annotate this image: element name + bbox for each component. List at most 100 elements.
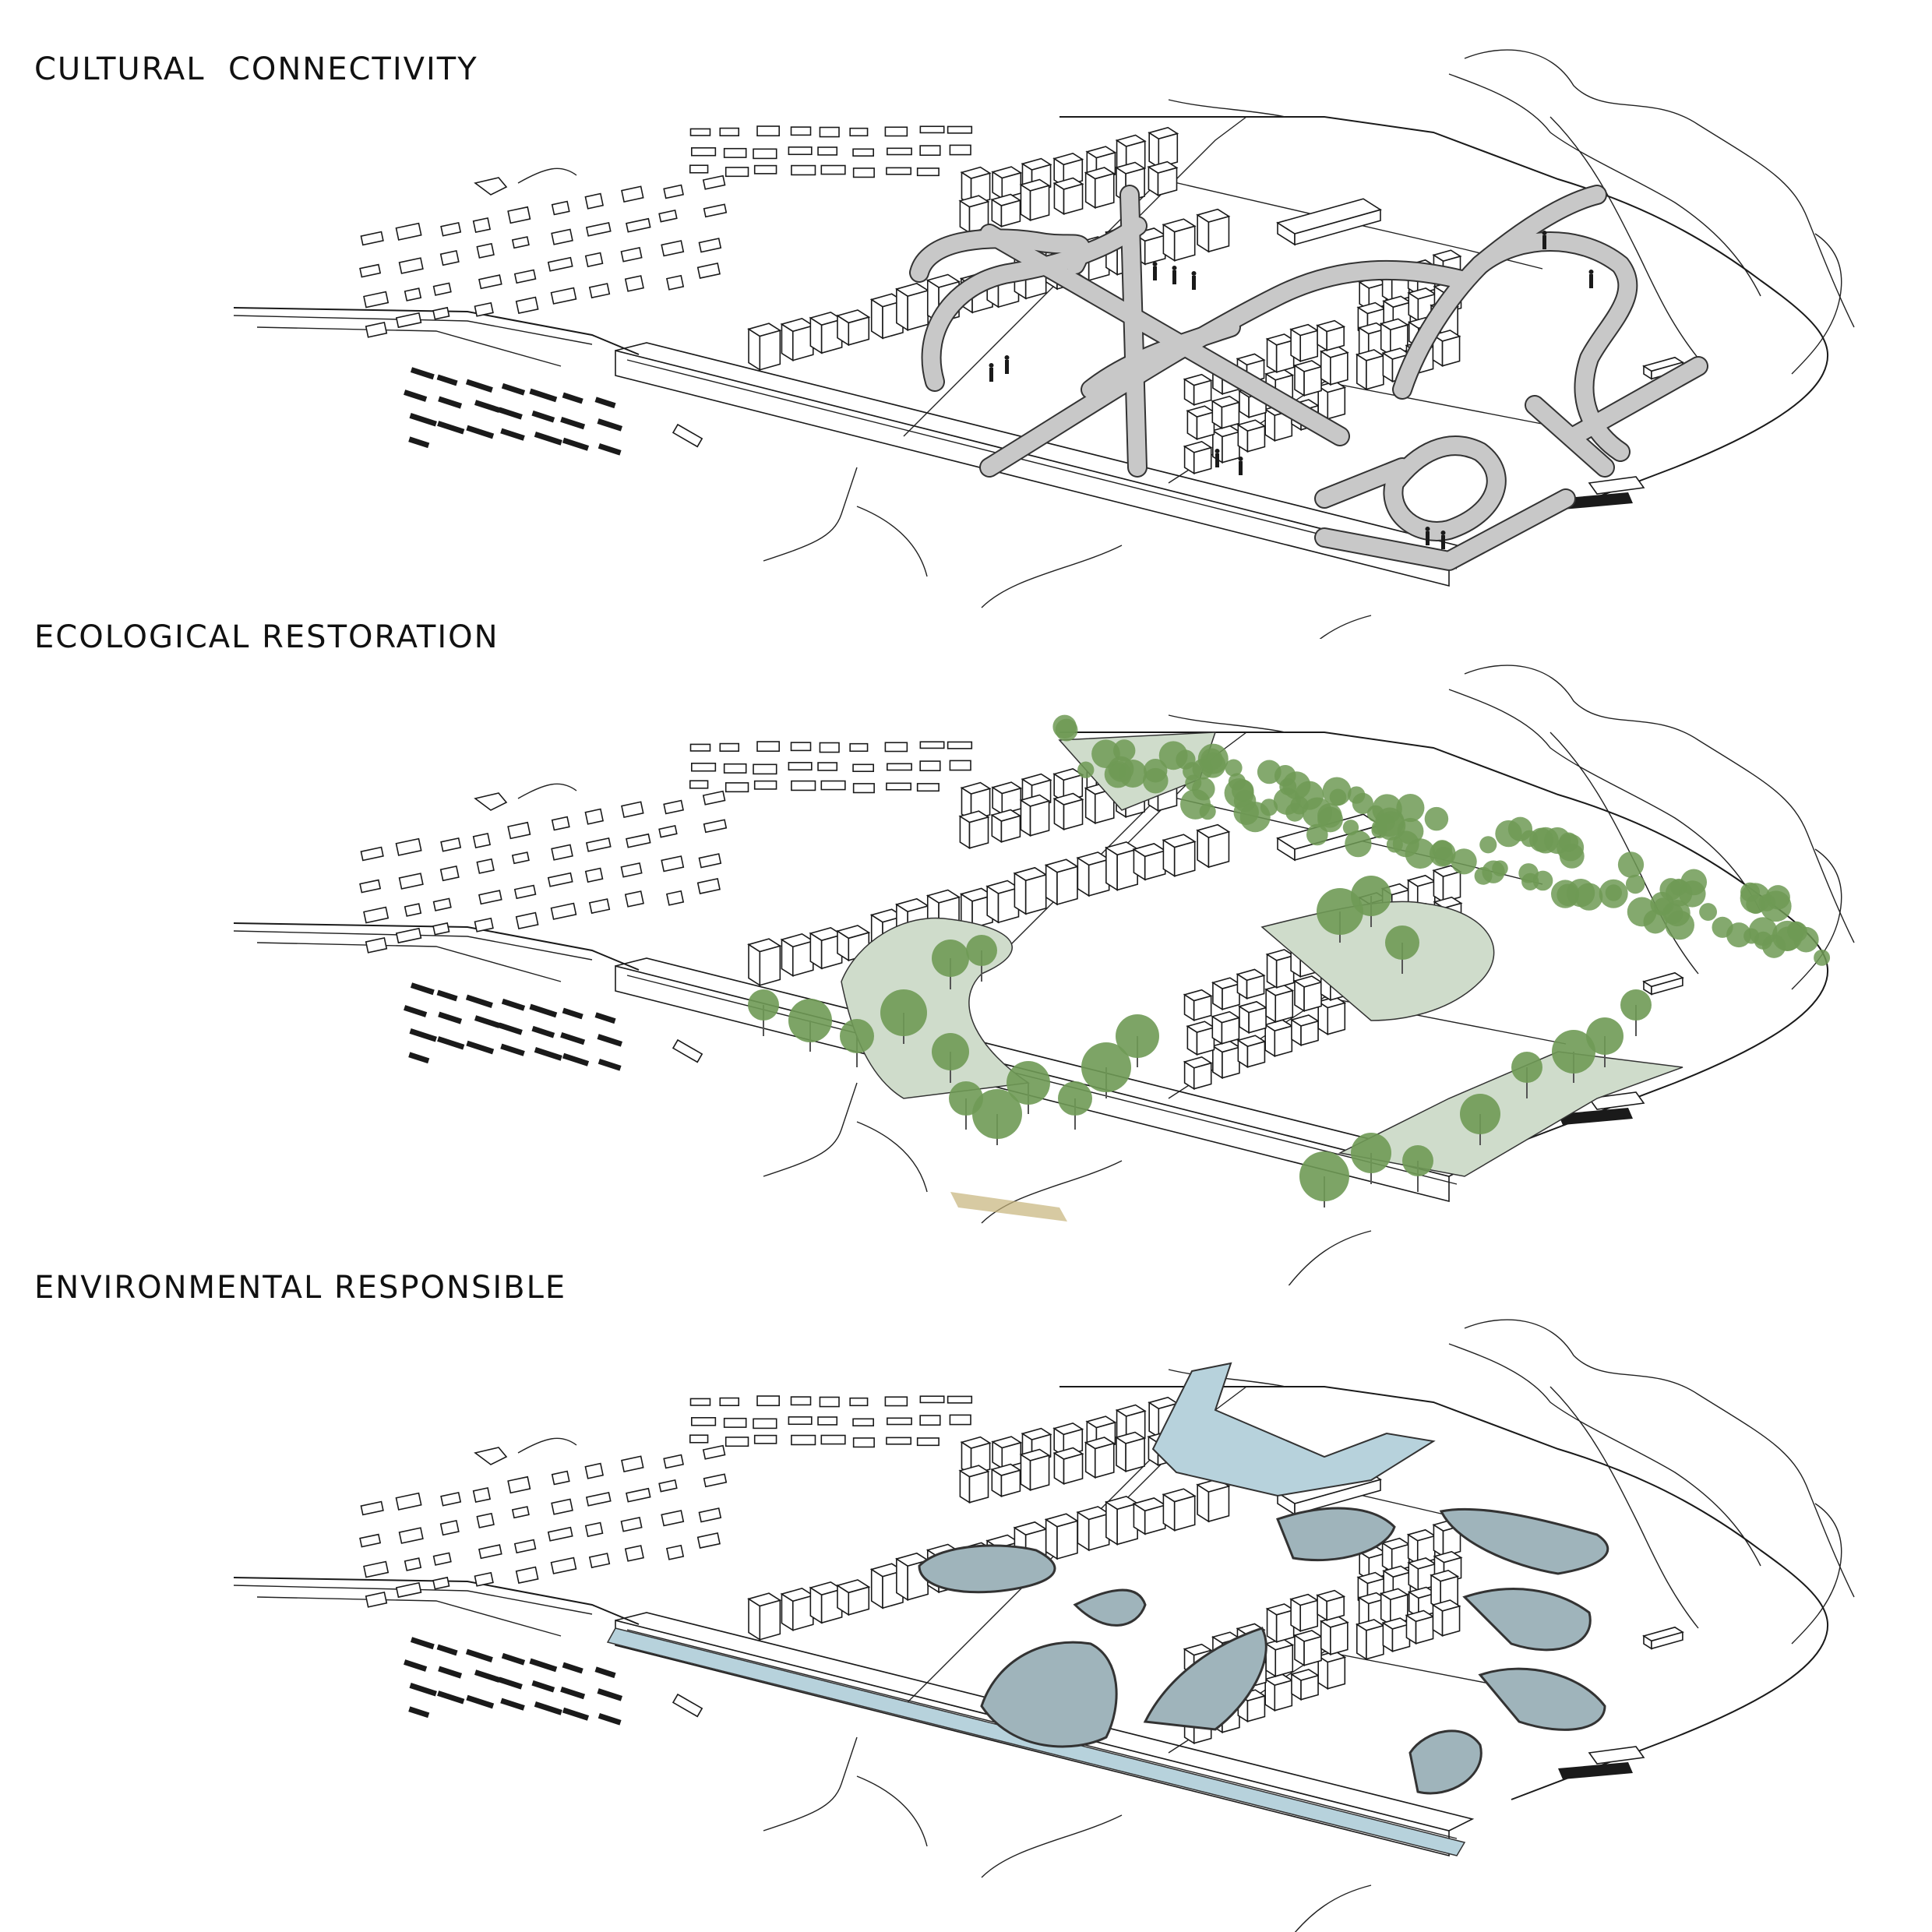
building	[1381, 1617, 1412, 1653]
building	[1052, 768, 1084, 803]
base-map	[233, 49, 1855, 639]
tree-canopy	[1180, 788, 1211, 820]
jetty	[1558, 492, 1633, 509]
village-house	[852, 1437, 875, 1448]
village-house	[513, 269, 537, 284]
village-house	[753, 763, 777, 775]
village-house	[432, 1552, 452, 1566]
tree-canopy	[1665, 910, 1694, 940]
tree-canopy	[1434, 846, 1454, 866]
tree-canopy	[1474, 866, 1493, 885]
village-house	[507, 1475, 531, 1494]
building	[1019, 178, 1051, 222]
tree-canopy	[1285, 802, 1305, 822]
building	[780, 933, 815, 978]
village-house	[753, 164, 777, 175]
terrain-contour	[1288, 1230, 1372, 1285]
village-house	[723, 763, 747, 774]
building	[1293, 360, 1324, 397]
village-house	[756, 125, 781, 137]
building	[1236, 968, 1266, 1000]
village-house	[702, 175, 726, 190]
building	[1355, 1619, 1385, 1661]
building	[1293, 975, 1324, 1013]
village-house	[665, 274, 685, 291]
building	[1186, 405, 1216, 441]
village-house	[724, 167, 749, 178]
retention-pond	[1408, 1729, 1482, 1795]
village-house	[689, 128, 711, 136]
site-boundary	[1059, 116, 1829, 531]
person-figure	[1425, 527, 1430, 531]
tree-canopy	[1396, 793, 1425, 823]
building	[1052, 792, 1084, 831]
water-layer	[606, 1362, 1609, 1856]
village-house	[849, 742, 869, 753]
panel-ecological-restoration: ECOLOGICAL RESTORATION	[0, 619, 1932, 1285]
building	[1084, 167, 1116, 210]
village-house	[409, 413, 437, 427]
village-house	[474, 917, 494, 933]
building	[991, 166, 1023, 200]
building	[958, 810, 990, 850]
village-house	[584, 192, 605, 210]
village-house	[698, 1507, 722, 1523]
terrain-contour	[1319, 615, 1372, 639]
village-house	[550, 1557, 577, 1574]
village-house	[551, 1470, 570, 1486]
village-house	[409, 1028, 437, 1042]
village-house	[404, 1005, 428, 1017]
village-house	[698, 853, 722, 869]
circulation-path-network	[909, 185, 1708, 571]
village-house	[551, 816, 570, 831]
terrain-contour	[1464, 1319, 1855, 1598]
tree-canopy	[1116, 1014, 1159, 1058]
village-house	[919, 760, 941, 771]
village-house	[529, 1658, 558, 1673]
village-house	[438, 1666, 463, 1679]
village-house	[476, 858, 495, 874]
village-house	[534, 432, 562, 446]
village-house	[474, 1571, 494, 1587]
building	[747, 938, 782, 987]
building	[1265, 949, 1296, 989]
village-house	[852, 763, 874, 772]
jetty	[1588, 1746, 1645, 1765]
person-figure	[1542, 231, 1547, 235]
village-house	[887, 1417, 912, 1426]
street-line	[1168, 99, 1286, 118]
site-plan-drawing	[233, 1319, 1855, 1932]
village-house	[408, 436, 430, 449]
village-house	[498, 407, 523, 420]
pedestrian-path	[1565, 358, 1707, 445]
village-house	[663, 1454, 684, 1469]
village-house	[472, 217, 492, 234]
village-house	[886, 167, 912, 175]
village-house	[472, 1486, 492, 1504]
tree-canopy	[1402, 1145, 1433, 1176]
village-house	[817, 762, 838, 771]
village-house	[398, 1527, 424, 1544]
village-house	[919, 1395, 945, 1404]
tree-canopy	[1058, 1081, 1092, 1116]
village-house	[884, 126, 908, 137]
village-house	[584, 252, 604, 268]
building	[990, 193, 1022, 228]
building	[836, 1579, 871, 1616]
road-line	[256, 1596, 562, 1637]
ground-planting	[950, 1192, 1067, 1222]
building	[1044, 858, 1079, 906]
village-house	[689, 1398, 711, 1406]
terrain-contour	[981, 545, 1123, 608]
building	[1238, 1000, 1268, 1035]
pedestrian-path	[1082, 319, 1239, 398]
tree-canopy	[1007, 1061, 1050, 1105]
tree-canopy	[1351, 1133, 1391, 1173]
village-house	[621, 185, 644, 203]
tree-canopy	[1605, 884, 1623, 901]
tree-canopy	[1814, 949, 1831, 966]
tree-canopy	[966, 935, 997, 966]
village-house	[819, 742, 840, 753]
village-house	[820, 164, 846, 175]
pedestrian-path	[1316, 459, 1411, 507]
